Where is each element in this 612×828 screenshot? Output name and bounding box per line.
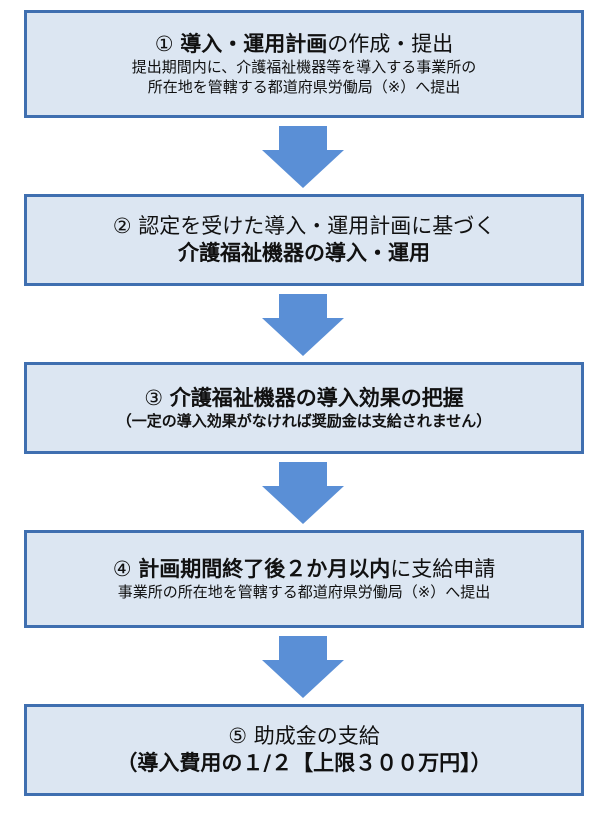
step-4-description: 事業所の所在地を管轄する都道府県労働局（※）へ提出 xyxy=(117,582,491,601)
step-5-amount: （導入費用の１/２【上限３００万円】） xyxy=(116,751,492,775)
step-4-title-bold: 計画期間終了後２か月以内 xyxy=(138,556,391,581)
down-arrow-icon xyxy=(262,294,344,356)
down-arrow-icon xyxy=(262,126,344,188)
step-4-number: ④ xyxy=(112,556,139,581)
step-2-title: ② 認定を受けた導入・運用計画に基づく xyxy=(112,213,496,238)
down-arrow-shape xyxy=(262,636,344,698)
step-1-title: ① 導入・運用計画の作成・提出 xyxy=(155,31,454,58)
step-2-box: ② 認定を受けた導入・運用計画に基づく 介護福祉機器の導入・運用 xyxy=(24,194,584,286)
step-4-title: ④ 計画期間終了後２か月以内に支給申請 xyxy=(113,556,496,583)
down-arrow-icon xyxy=(262,462,344,524)
step-1-description-line-2: 所在地を管轄する都道府県労働局（※）へ提出 xyxy=(147,77,461,96)
down-arrow-icon xyxy=(262,636,344,698)
step-3-title: ③ 介護福祉機器の導入効果の把握 xyxy=(144,385,464,412)
step-3-title-bold: 介護福祉機器の導入効果の把握 xyxy=(169,385,464,410)
step-5-box: ⑤ 助成金の支給 （導入費用の１/２【上限３００万円】） xyxy=(24,704,584,796)
step-3-box: ③ 介護福祉機器の導入効果の把握 （一定の導入効果がなければ奨励金は支給されませ… xyxy=(24,362,584,454)
step-1-number: ① xyxy=(154,31,181,56)
step-1-title-bold: 導入・運用計画 xyxy=(180,31,328,56)
down-arrow-shape xyxy=(262,462,344,524)
step-2-subtitle: 介護福祉機器の導入・運用 xyxy=(178,241,430,265)
step-1-box: ① 導入・運用計画の作成・提出 提出期間内に、介護福祉機器等を導入する事業所の … xyxy=(24,10,584,118)
step-1-description-line-1: 提出期間内に、介護福祉機器等を導入する事業所の xyxy=(131,58,477,77)
step-3-number: ③ xyxy=(144,385,170,410)
step-3-note: （一定の導入効果がなければ奨励金は支給されません） xyxy=(116,411,492,430)
down-arrow-shape xyxy=(262,126,344,188)
step-1-title-rest: の作成・提出 xyxy=(327,31,454,56)
step-4-box: ④ 計画期間終了後２か月以内に支給申請 事業所の所在地を管轄する都道府県労働局（… xyxy=(24,530,584,628)
down-arrow-shape xyxy=(262,294,344,356)
step-5-title: ⑤ 助成金の支給 xyxy=(228,723,380,748)
step-4-title-rest: に支給申請 xyxy=(390,556,496,581)
